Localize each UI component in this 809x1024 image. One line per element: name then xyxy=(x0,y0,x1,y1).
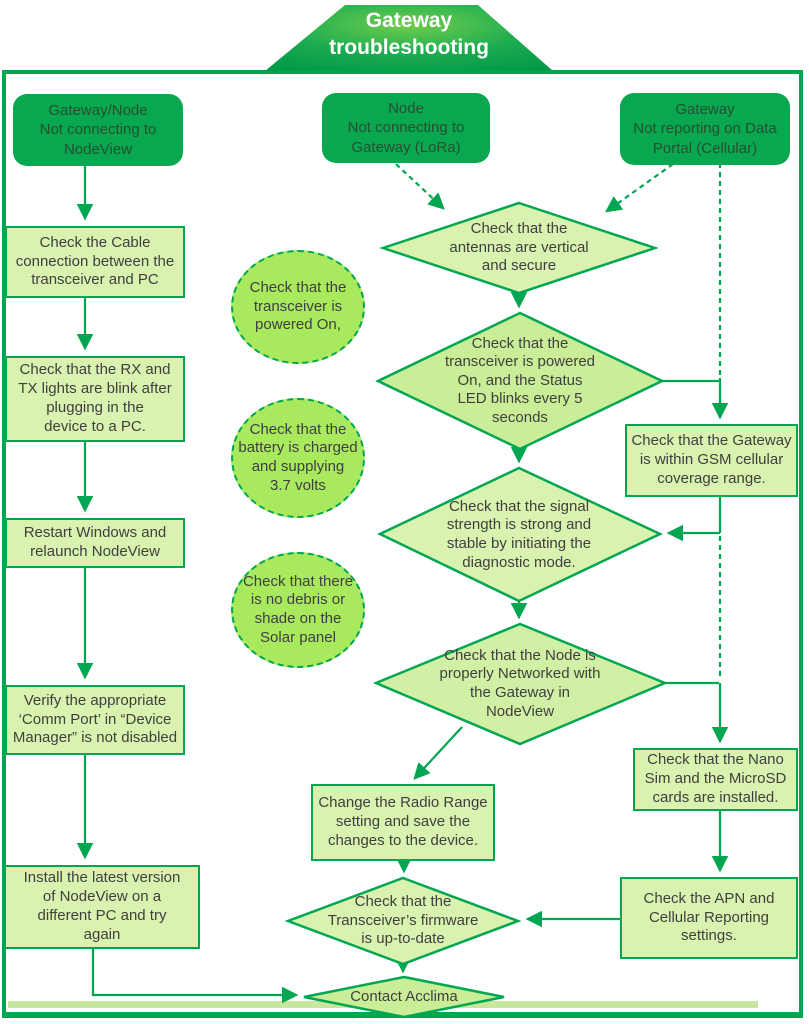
circle-transceiver-powered: Check that the transceiver is powered On… xyxy=(231,250,365,364)
step-radio-range: Change the Radio Range setting and save … xyxy=(311,784,495,861)
step-install-nodeview: Install the latest version of NodeView o… xyxy=(4,865,200,949)
step-nano-sim: Check that the Nano Sim and the MicroSD … xyxy=(633,748,798,811)
diamond-networked-label: Check that the Node is properly Networke… xyxy=(439,646,601,720)
diamond-antennas xyxy=(379,201,659,295)
circle-solar-panel: Check that there is no debris or shade o… xyxy=(231,552,365,668)
title-line2: troubleshooting xyxy=(329,36,489,60)
diamond-status-led-label: Check that the transceiver is powered On… xyxy=(444,334,596,426)
diamond-firmware-label: Check that the Transceiver’s firmware is… xyxy=(327,893,479,948)
entry-node-lora: Node Not connecting to Gateway (LoRa) xyxy=(322,93,490,163)
title-banner xyxy=(265,5,553,71)
diamond-firmware xyxy=(284,876,522,966)
circle-battery-charged: Check that the battery is charged and su… xyxy=(231,398,365,518)
step-gsm-coverage: Check that the Gateway is within GSM cel… xyxy=(625,424,798,497)
title-line1: Gateway xyxy=(365,9,453,32)
step-restart-windows: Restart Windows and relaunch NodeView xyxy=(5,518,185,568)
entry-gateway-node-nodeview: Gateway/Node Not connecting to NodeView xyxy=(13,94,183,166)
diamond-contact-label: Contact Acclima xyxy=(350,987,458,1005)
connector-arrows xyxy=(76,163,729,1004)
step-cable-connection: Check the Cable connection between the t… xyxy=(5,226,185,298)
step-rx-tx-lights: Check that the RX and TX lights are blin… xyxy=(5,356,185,442)
diamond-antennas-label: Check that the antennas are vertical and… xyxy=(449,220,589,275)
diamond-signal xyxy=(377,466,663,603)
entry-gateway-cellular: Gateway Not reporting on Data Portal (Ce… xyxy=(620,93,790,165)
diamond-status-led xyxy=(375,311,665,451)
step-apn-settings: Check the APN and Cellular Reporting set… xyxy=(620,877,798,959)
page-title: Gateway troubleshooting xyxy=(265,7,553,62)
diamond-signal-label: Check that the signal strength is strong… xyxy=(446,497,592,571)
diamond-contact xyxy=(303,975,505,1019)
diamond-networked xyxy=(372,622,669,746)
step-comm-port: Verify the appropriate ‘Comm Port’ in “D… xyxy=(5,685,185,755)
